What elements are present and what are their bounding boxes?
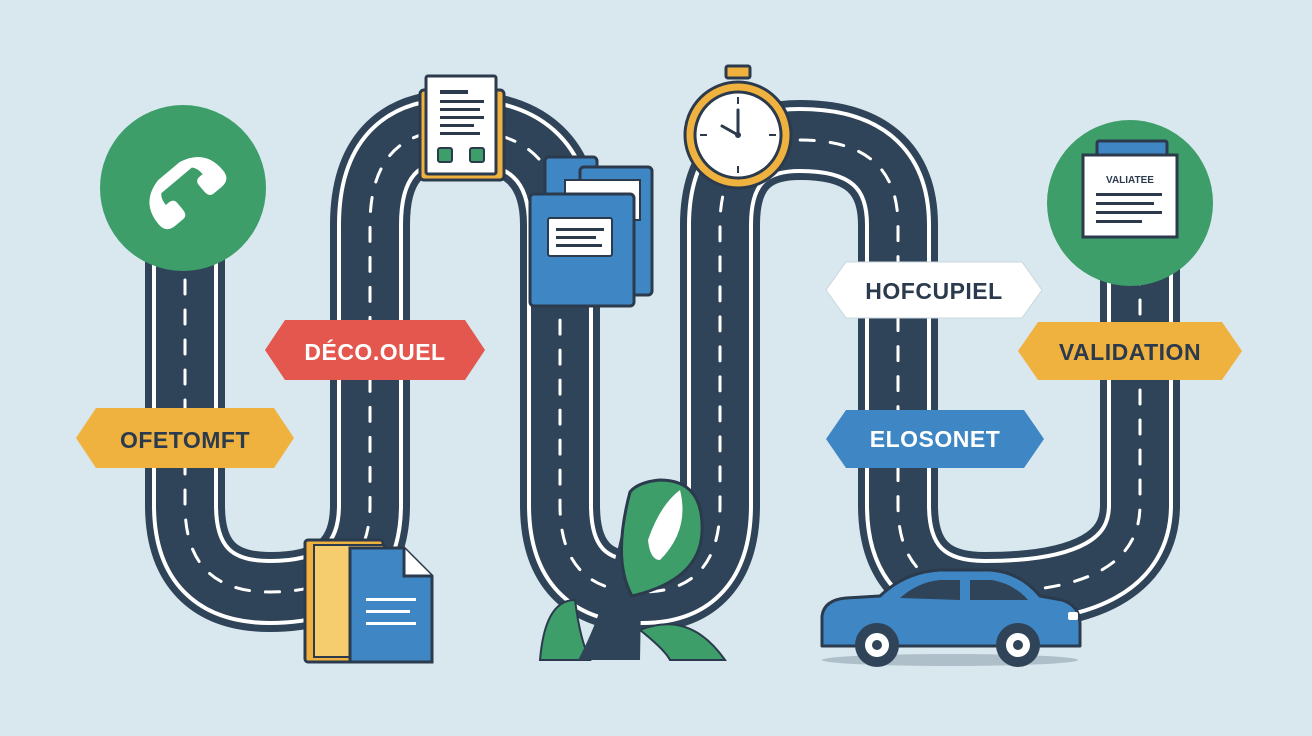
sign-orange-right-label: VALIDATION: [1059, 339, 1201, 365]
leaf-icon: [538, 478, 727, 661]
car-icon: [820, 568, 1082, 667]
stopwatch-icon: [683, 64, 793, 190]
folder-icon: [528, 155, 654, 308]
sign-orange-right: VALIDATION: [1018, 322, 1242, 380]
phone-icon: [149, 156, 227, 230]
milestone-start: [100, 105, 266, 271]
form-document-icon: [418, 74, 506, 182]
sign-blue-label: ELOSONET: [870, 426, 1001, 452]
validation-card-label: VALIATEE: [1106, 175, 1154, 186]
milestone-validation: VALIATEE: [1047, 120, 1213, 286]
file-stack-icon: [303, 538, 434, 664]
sign-orange-left: OFETOMFT: [76, 408, 294, 468]
sign-blue: ELOSONET: [826, 410, 1044, 468]
sign-red-label: DÉCO.OUEL: [304, 338, 445, 365]
sign-orange-left-label: OFETOMFT: [120, 427, 250, 453]
road-center-line: [183, 128, 1142, 594]
validation-document-icon: VALIATEE: [1081, 139, 1179, 239]
sign-white-label: HOFCUPIEL: [865, 278, 1002, 304]
start-circle: [100, 105, 266, 271]
sign-red: DÉCO.OUEL: [265, 320, 485, 380]
sign-white: HOFCUPIEL: [825, 261, 1043, 319]
